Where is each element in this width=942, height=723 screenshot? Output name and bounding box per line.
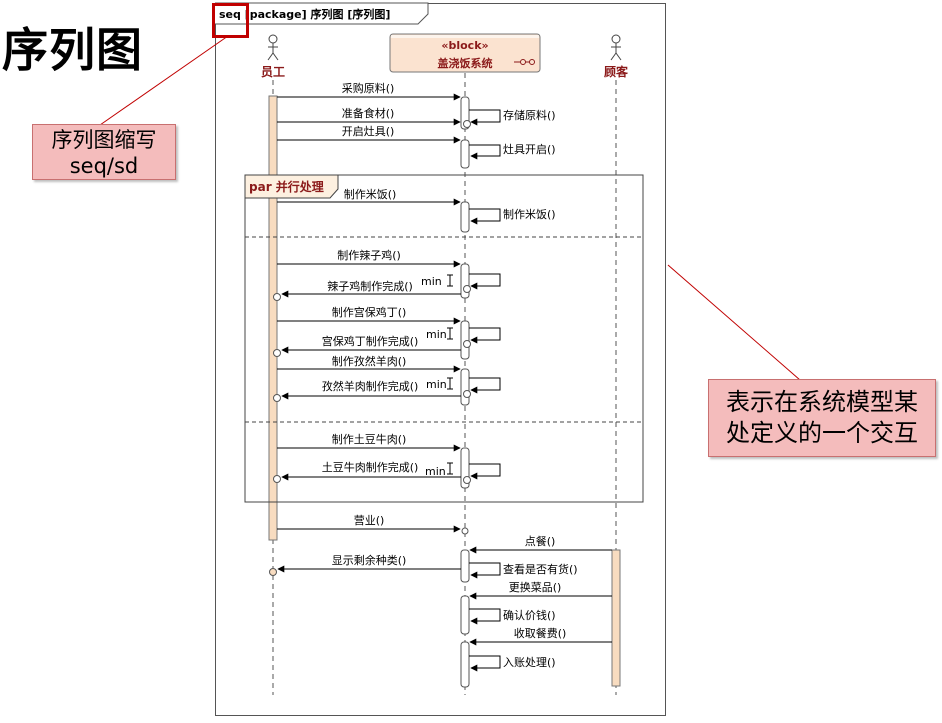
block-lifeline-head [389, 33, 541, 73]
msg-label-m4-self: 制作米饭() [503, 208, 556, 221]
msg-label-m9: 营业() [354, 513, 385, 527]
staff-activation-bar [268, 95, 278, 541]
sequence-diagram-frame [215, 3, 666, 716]
msg-label-m13-self: 入账处理() [503, 656, 556, 669]
msg-label-m2: 准备食材() [342, 106, 395, 120]
customer-lifeline-label: 顾客 [604, 64, 629, 79]
msg-label-m8-reply: 土豆牛肉制作完成() [322, 460, 419, 474]
seq-keyword-highlight [212, 3, 249, 38]
customer-activation-bar [611, 549, 621, 687]
msg-label-m11: 显示剩余种类() [332, 553, 407, 567]
msg-label-m2-self: 存储原料() [503, 108, 556, 122]
par-fragment [244, 174, 644, 503]
msg-label-m4: 制作米饭() [344, 188, 397, 201]
msg-label-m7-reply: 孜然羊肉制作完成() [322, 379, 419, 393]
self-msg-m5 [469, 273, 501, 290]
callout-interaction-def-line2: 处定义的一个交互 [726, 419, 918, 447]
msg-label-m6-constraint: min [426, 328, 447, 341]
self-msg-m3 [469, 144, 501, 160]
msg-label-m8-constraint: min [425, 465, 446, 478]
msg-label-m5-reply: 辣子鸡制作完成() [327, 279, 413, 293]
staff-lifeline-label: 员工 [261, 65, 285, 79]
self-msg-m13 [469, 655, 501, 672]
customer-actor-icon [610, 34, 622, 61]
par-fragment-operator: par 并行处理 [249, 179, 324, 194]
msg-label-m3-self: 灶具开启() [503, 143, 556, 156]
msg-label-m7-constraint: min [426, 378, 447, 391]
msg-label-m3: 开启灶具() [342, 125, 395, 138]
callout-connector-right [667, 264, 801, 381]
self-msg-m2 [469, 109, 501, 126]
self-msg-m8 [469, 463, 501, 480]
staff-actor-icon [267, 34, 279, 61]
msg-label-m13: 收取餐费() [514, 626, 567, 640]
self-msg-m12 [469, 608, 501, 625]
msg-label-m5: 制作辣子鸡() [337, 248, 401, 262]
msg-label-m6: 制作宫保鸡丁() [332, 305, 407, 319]
self-msg-m6 [469, 327, 501, 344]
callout-seq-abbrev-line2: seq/sd [69, 154, 139, 178]
msg-label-m5-constraint: min [421, 275, 442, 288]
self-msg-m7 [469, 377, 501, 394]
msg-label-m12: 更换菜品() [509, 580, 562, 594]
callout-seq-abbrev-line1: 序列图缩写 [51, 128, 157, 152]
self-msg-m4 [469, 208, 501, 225]
callout-interaction-def: 表示在系统模型某 处定义的一个交互 [708, 379, 936, 457]
msg-label-m7: 制作孜然羊肉() [332, 354, 407, 368]
msg-label-m12-self: 确认价钱() [503, 608, 556, 622]
block-activations [460, 96, 470, 688]
callout-connector-left [99, 35, 229, 126]
par-fragment-label-tab [244, 174, 339, 199]
duration-constraint-brackets [447, 274, 453, 475]
page-title: 序列图 [2, 23, 143, 77]
frame-label: seq [package] 序列图 [序列图] [219, 8, 391, 21]
callout-interaction-def-line1: 表示在系统模型某 [726, 388, 918, 416]
self-msg-m10 [469, 562, 501, 579]
msg-label-m6-reply: 宫保鸡丁制作完成() [322, 334, 419, 348]
block-lifeline-label: 盖浇饭系统 [438, 56, 493, 70]
msg-label-m10: 点餐() [525, 534, 556, 548]
msg-label-m8: 制作土豆牛肉() [332, 432, 407, 446]
block-symbol-icon [514, 59, 535, 65]
occurrence-markers [269, 120, 471, 576]
callout-seq-abbrev: 序列图缩写 seq/sd [32, 124, 176, 180]
frame-label-tab [215, 2, 429, 25]
block-stereotype: «block» [441, 39, 488, 52]
msg-label-m1: 采购原料() [342, 81, 395, 95]
msg-label-m10-self: 查看是否有货() [503, 562, 578, 576]
